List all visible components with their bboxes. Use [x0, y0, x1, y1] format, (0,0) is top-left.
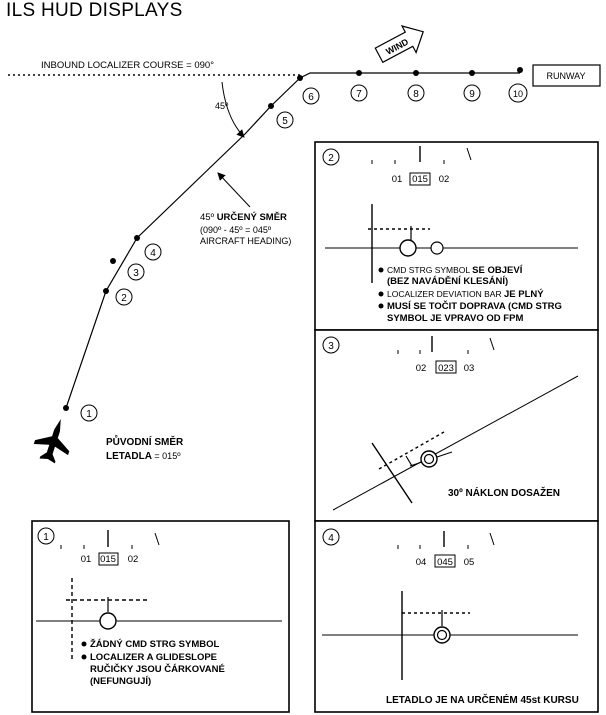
waypoint-dot [110, 258, 116, 264]
waypoint-9: 9 [463, 84, 481, 102]
heading-current: 045 [437, 557, 453, 568]
svg-text:SYMBOL JE VPRAVO OD FPM: SYMBOL JE VPRAVO OD FPM [387, 313, 523, 324]
svg-text:6: 6 [308, 92, 314, 103]
approach-diagram: INBOUND LOCALIZER COURSE = 090° RUNWAY W… [8, 25, 601, 464]
runway-label: RUNWAY [547, 71, 586, 81]
hud-panel-3: 3 02 023 03 30º NÁKLON DOSAŽEN [314, 329, 599, 522]
panel-note: 30º NÁKLON DOSAŽEN [448, 486, 560, 499]
svg-text:ŽÁDNÝ CMD STRG SYMBOL: ŽÁDNÝ CMD STRG SYMBOL [90, 638, 220, 650]
runway-box [532, 64, 601, 87]
waypoint-callouts: 1 2 3 4 5 6 7 8 9 10 [80, 83, 528, 422]
svg-text:3: 3 [133, 268, 139, 279]
fpm-symbol [399, 239, 417, 257]
heading-left: 01 [392, 174, 403, 185]
heading-tape [397, 531, 495, 549]
svg-text:2: 2 [121, 293, 127, 304]
heading-right: 02 [128, 554, 139, 565]
cmd-strg-symbol [430, 241, 444, 255]
flight-path [65, 72, 520, 409]
waypoint-2: 2 [115, 288, 133, 306]
svg-text:CMD STRG SYMBOL SE OBJEVÍ: CMD STRG SYMBOL SE OBJEVÍ [387, 265, 523, 276]
panel-notes: CMD STRG SYMBOL SE OBJEVÍ (BEZ NAVÁDĚNÍ … [378, 265, 562, 324]
heading-right: 02 [439, 174, 450, 185]
svg-text:RUČIČKY JSOU ČÁRKOVANÉ: RUČIČKY JSOU ČÁRKOVANÉ [90, 663, 225, 675]
waypoint-4: 4 [144, 243, 162, 261]
svg-text:LOCALIZER DEVIATION BAR JE PLN: LOCALIZER DEVIATION BAR JE PLNÝ [387, 288, 544, 300]
heading-right: 03 [464, 363, 475, 374]
angle-label: 45º [215, 101, 229, 111]
cmd-strg-symbol [423, 453, 435, 465]
glideslope-bar [378, 431, 445, 470]
localizer-bar [371, 442, 413, 504]
panel-note: LETADLO JE NA URČENÉM 45st KURSU [386, 693, 579, 706]
waypoint-6: 6 [302, 87, 320, 105]
hud-panel-4: 4 04 045 05 LETADLO JE NA URČENÉM 45st K… [314, 520, 599, 713]
wind-arrow: WIND [374, 25, 424, 64]
heading-tape [60, 530, 160, 549]
svg-text:MUSÍ SE TOČIT DOPRAVA (CMD STR: MUSÍ SE TOČIT DOPRAVA (CMD STRG [387, 300, 562, 312]
heading-tape [397, 336, 495, 354]
hud-panel-1: 1 01 015 02 ŽÁDNÝ CMD STRG SYMBOL LOCALI… [31, 520, 290, 713]
svg-text:5: 5 [282, 116, 288, 127]
heading-current: 015 [412, 174, 428, 185]
waypoint-dot [63, 405, 69, 411]
localizer-course-label: INBOUND LOCALIZER COURSE = 090° [41, 60, 214, 71]
svg-text:4: 4 [150, 248, 156, 259]
heading-pointer [217, 172, 251, 208]
svg-text:(BEZ NAVÁDĚNÍ KLESÁNÍ): (BEZ NAVÁDĚNÍ KLESÁNÍ) [387, 275, 508, 287]
heading-current: 023 [438, 363, 454, 374]
svg-text:10: 10 [513, 89, 523, 99]
panel-number: 3 [328, 341, 334, 352]
horizon-line [332, 375, 579, 511]
panel-number: 2 [328, 153, 334, 164]
svg-text:9: 9 [469, 89, 475, 100]
cmd-strg-symbol [436, 629, 448, 641]
heading-left: 01 [81, 554, 92, 565]
panel-number: 4 [328, 533, 334, 544]
waypoint-5: 5 [276, 111, 294, 129]
heading-right: 05 [464, 557, 475, 568]
fpm-symbol [99, 612, 117, 630]
original-heading-line2: LETADLA = 015º [106, 451, 181, 462]
heading-label-line3: AIRCRAFT HEADING) [200, 236, 291, 246]
waypoint-1: 1 [80, 404, 98, 422]
waypoint-dot [297, 75, 303, 81]
waypoint-dot [103, 288, 109, 294]
waypoint-dot [134, 235, 140, 241]
hud-panel-2: 2 01 015 02 CMD STRG SYMBOL SE OBJEVÍ (B… [314, 141, 599, 331]
heading-label-line1: 45º URČENÝ SMĚR [200, 211, 287, 223]
svg-text:1: 1 [86, 409, 92, 420]
svg-text:LOCALIZER A GLIDESLOPE: LOCALIZER A GLIDESLOPE [90, 652, 217, 663]
svg-text:8: 8 [413, 89, 419, 100]
angle-arc [221, 81, 245, 138]
heading-label-line2: (090º - 45º = 045º [200, 225, 272, 235]
heading-current: 015 [100, 554, 116, 565]
waypoint-dot [268, 103, 274, 109]
waypoint-dots [63, 67, 523, 411]
waypoint-10: 10 [508, 83, 528, 103]
heading-tape [371, 146, 472, 164]
waypoint-dot [517, 67, 523, 73]
panel-number: 1 [43, 532, 49, 543]
waypoint-dot [413, 70, 419, 76]
waypoint-dot [356, 70, 362, 76]
heading-left: 04 [416, 557, 427, 568]
svg-text:7: 7 [356, 89, 362, 100]
waypoint-dot [469, 70, 475, 76]
original-heading-line1: PŮVODNÍ SMĚR [106, 434, 184, 448]
heading-left: 02 [416, 363, 427, 374]
page-title: ILS HUD DISPLAYS [6, 0, 183, 21]
waypoint-7: 7 [350, 84, 368, 102]
waypoint-3: 3 [127, 263, 145, 281]
aircraft-icon [33, 419, 70, 464]
panel-notes: ŽÁDNÝ CMD STRG SYMBOL LOCALIZER A GLIDES… [81, 638, 225, 687]
svg-text:(NEFUNGUJÍ): (NEFUNGUJÍ) [90, 676, 151, 687]
waypoint-8: 8 [407, 84, 425, 102]
